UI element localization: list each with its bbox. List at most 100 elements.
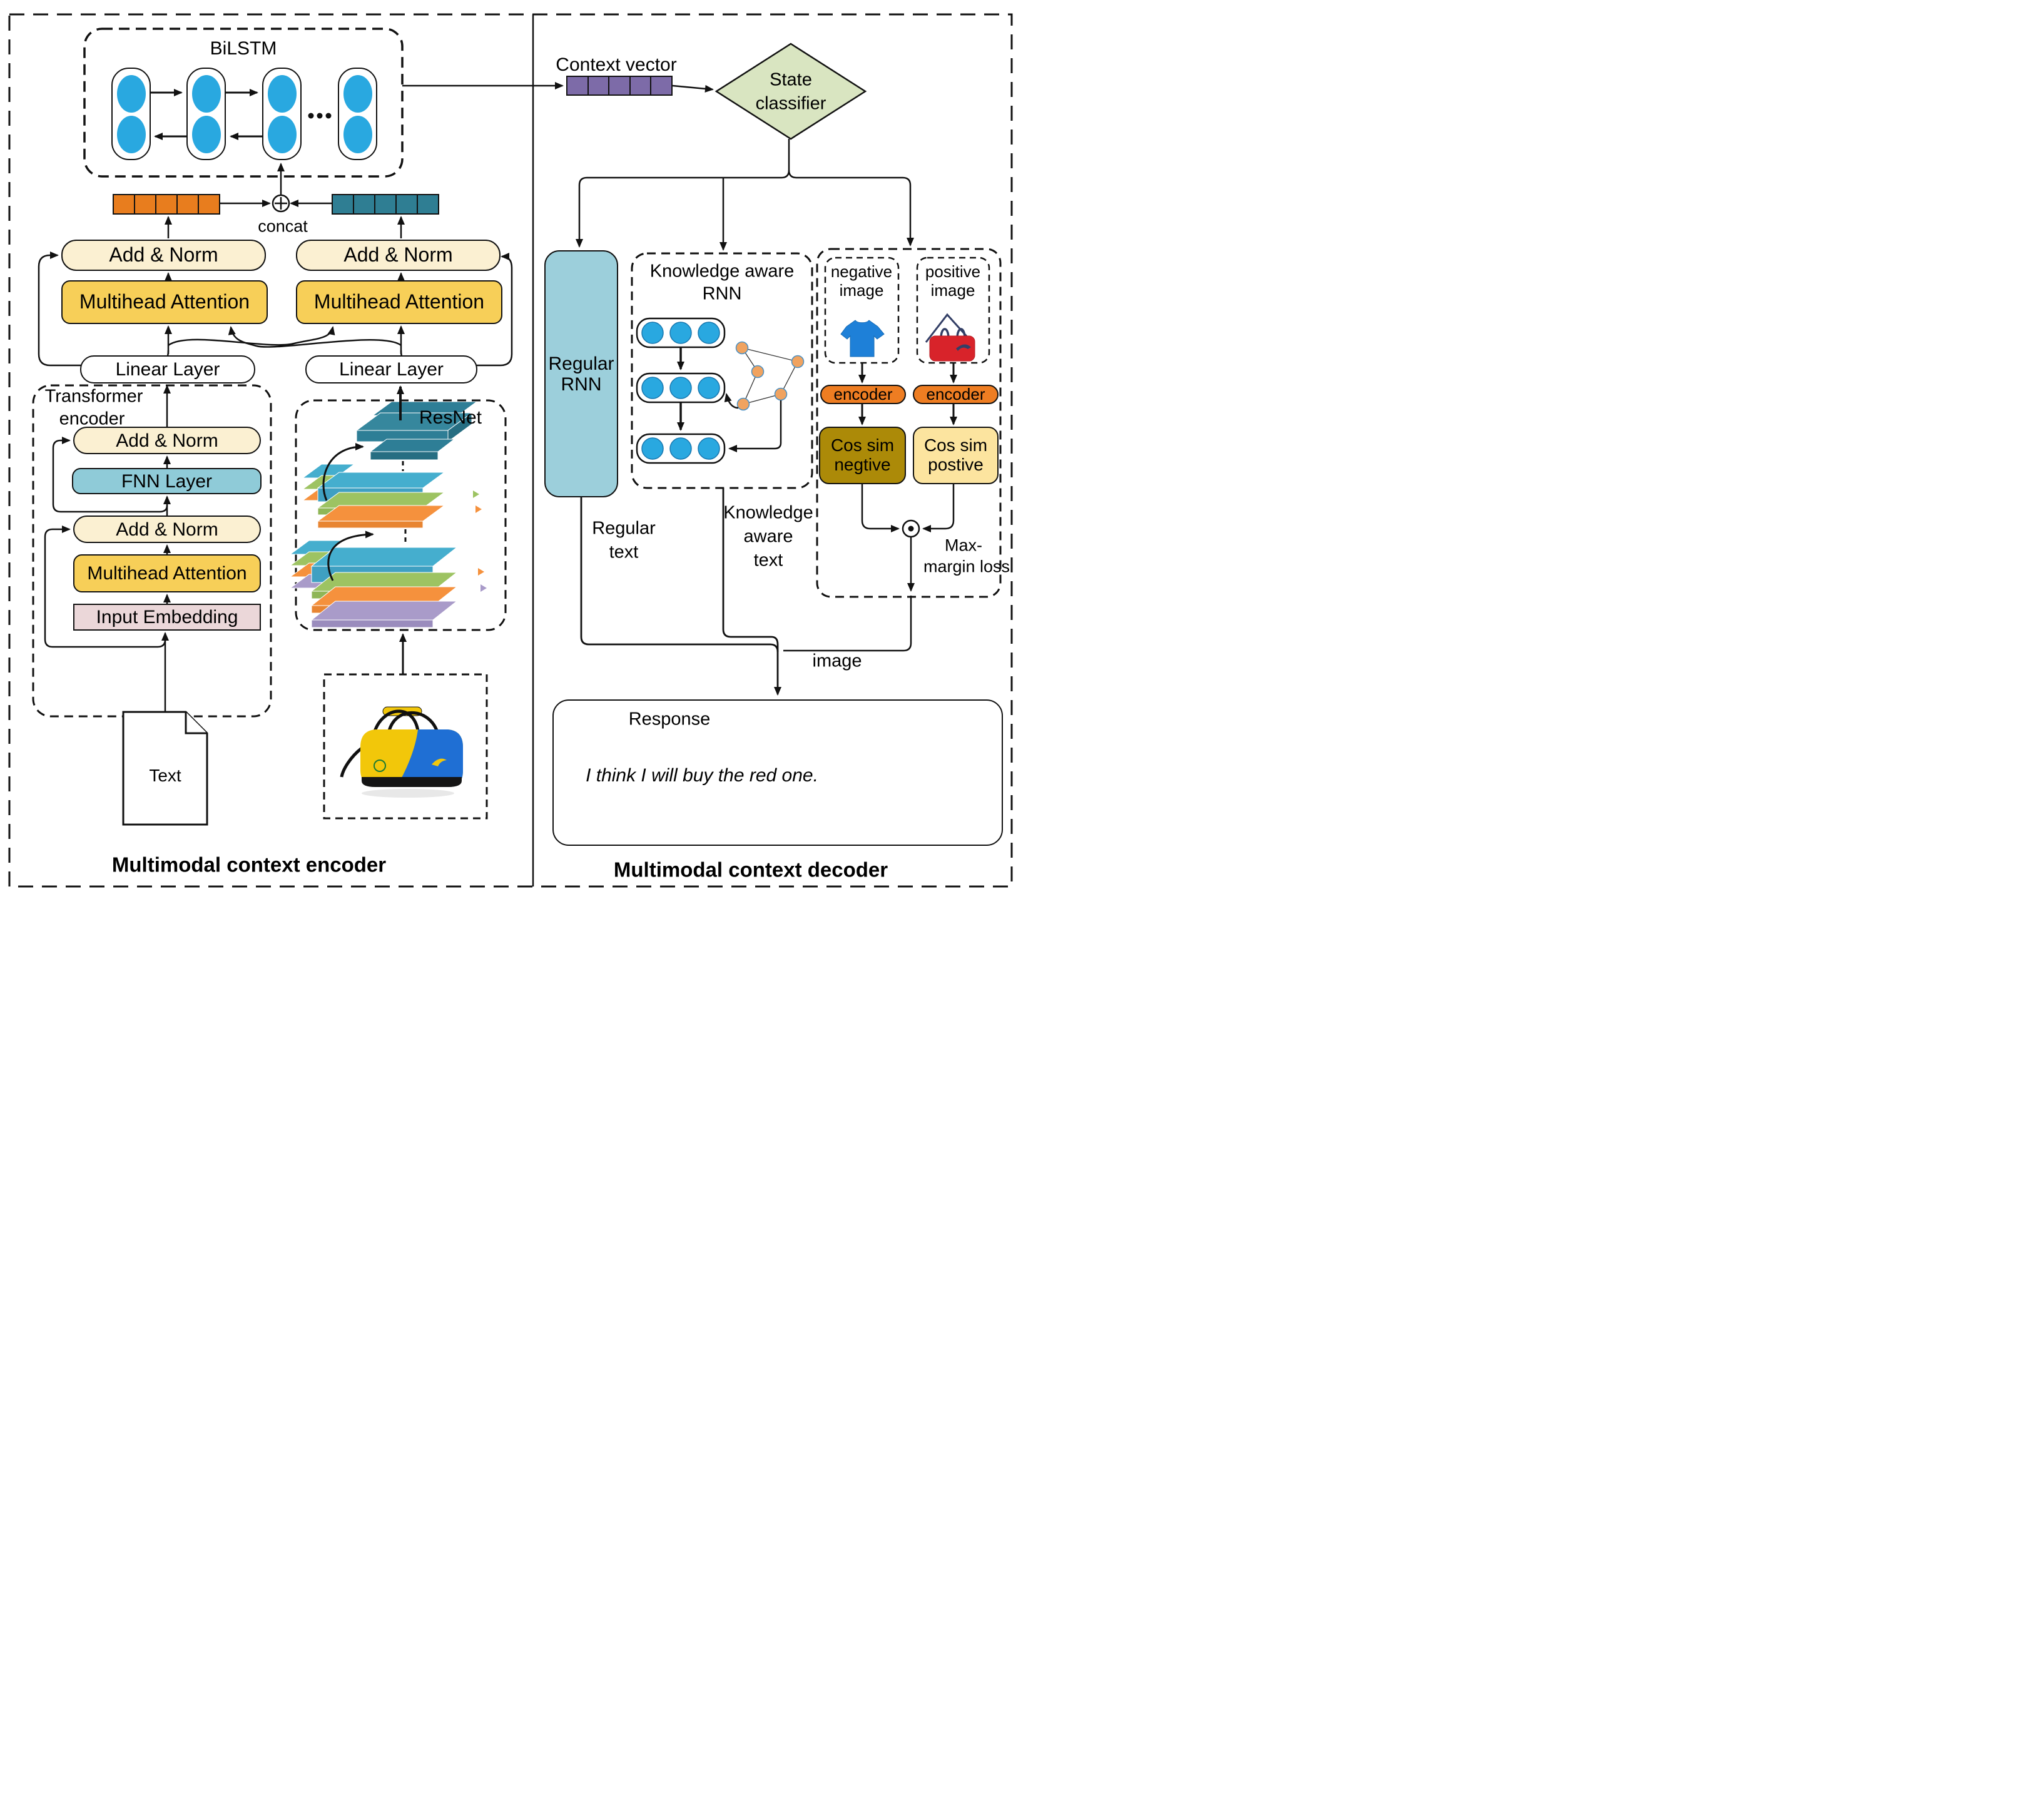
image-feature-vector — [332, 194, 439, 215]
input-embedding: Input Embedding — [73, 604, 261, 631]
state-classifier-label: State — [770, 69, 812, 90]
cos-sim-positive: Cos sim postive — [913, 427, 999, 484]
multihead-attention-right: Multihead Attention — [296, 280, 502, 324]
knowledge-text-label: aware — [743, 526, 793, 547]
multihead-label: Multihead Attention — [313, 290, 485, 313]
state-classifier-label: classifier — [755, 93, 826, 114]
bilstm-title: BiLSTM — [210, 38, 277, 59]
linear-label: Linear Layer — [115, 359, 220, 380]
text-feature-vector — [113, 194, 220, 215]
negative-image-label: negative — [830, 262, 893, 281]
lstm-state-node — [191, 115, 221, 153]
lstm-cell — [111, 68, 151, 160]
lstm-state-node — [116, 115, 146, 153]
knowledge-rnn-rows — [636, 317, 726, 464]
response-box — [552, 699, 1003, 846]
knowledge-rnn-title: Knowledge aware — [649, 261, 795, 282]
architecture-figure: Add & Norm Add & Norm Multihead Attentio… — [0, 0, 1022, 902]
lstm-state-node — [191, 74, 221, 113]
text-doc-label: Text — [149, 766, 181, 785]
encoder-pill-label: encoder — [833, 385, 893, 404]
lstm-cell — [186, 68, 226, 160]
positive-image-red-bag — [925, 313, 975, 362]
cos-sim-label: postive — [928, 455, 984, 474]
cos-sim-label: negtive — [834, 455, 891, 474]
cos-sim-label: Cos sim — [830, 435, 895, 455]
concat-label: concat — [258, 216, 308, 236]
context-vector-label: Context vector — [556, 54, 677, 75]
decoder-section-label: Multimodal context decoder — [613, 858, 888, 881]
state-branch-arrows — [576, 139, 914, 251]
transformer-title: Transformer — [44, 386, 143, 407]
text-document-icon — [122, 711, 208, 826]
add-norm-label: Add & Norm — [343, 243, 453, 267]
image-path-label: image — [812, 651, 862, 671]
bilstm-box — [83, 28, 404, 178]
response-title: Response — [628, 709, 711, 729]
knowledge-text-label: text — [753, 550, 783, 571]
bilstm-ellipsis-icon — [308, 113, 332, 119]
knowledge-graph — [724, 341, 805, 452]
add-norm-right: Add & Norm — [296, 240, 501, 271]
resnet-arrows — [322, 385, 407, 674]
lstm-cell — [338, 68, 377, 160]
multihead-attention-left: Multihead Attention — [61, 280, 268, 324]
encoder-pill-negative: encoder — [820, 385, 906, 404]
linear-layer-right: Linear Layer — [305, 355, 477, 383]
input-image-box — [323, 673, 488, 820]
linear-layer-left: Linear Layer — [80, 355, 255, 383]
fnn-layer: FNN Layer — [72, 468, 262, 494]
max-margin-label: Max- — [945, 536, 982, 555]
lstm-cell — [262, 68, 302, 160]
transformer-title: encoder — [59, 409, 125, 429]
lstm-state-node — [116, 74, 146, 113]
cos-sim-label: Cos sim — [923, 435, 988, 455]
regular-rnn-label: RNN — [561, 373, 602, 395]
lstm-state-node — [267, 115, 297, 153]
multihead-label: Multihead Attention — [79, 290, 250, 313]
dot-product-icon — [902, 519, 920, 538]
concat-plus-icon — [272, 194, 290, 213]
context-vector — [566, 76, 673, 96]
regular-rnn: Regular RNN — [544, 250, 618, 497]
transformer-multihead: Multihead Attention — [73, 554, 261, 592]
transformer-add-norm-1: Add & Norm — [73, 427, 261, 454]
regular-rnn-label: Regular — [548, 353, 614, 374]
positive-image-label: positive — [925, 262, 981, 281]
add-norm-label: Add & Norm — [116, 519, 218, 540]
fnn-label: FNN Layer — [121, 470, 213, 492]
cos-sim-negative: Cos sim negtive — [819, 427, 906, 484]
response-text: I think I will buy the red one. — [586, 765, 818, 786]
image-ranking-box — [816, 248, 1002, 598]
lstm-state-node — [343, 115, 372, 153]
multihead-label: Multihead Attention — [87, 563, 247, 584]
resnet-title: ResNet — [419, 407, 482, 428]
negative-image-label: image — [839, 281, 884, 300]
state-classifier-diamond — [714, 43, 867, 140]
knowledge-rnn-box — [631, 252, 813, 489]
encoder-pill-label: encoder — [926, 385, 985, 404]
figure-border — [8, 13, 1013, 888]
encoder-pill-positive: encoder — [913, 385, 999, 404]
merge-arrows — [580, 488, 912, 696]
ranking-arrows — [858, 363, 957, 592]
linear-label: Linear Layer — [339, 359, 444, 380]
transformer-arrows — [44, 385, 171, 712]
knowledge-text-label: Knowledge — [723, 502, 813, 523]
regular-text-label: text — [609, 542, 639, 562]
add-norm-label: Add & Norm — [109, 243, 218, 267]
negative-image-tshirt — [840, 320, 885, 357]
transformer-add-norm-2: Add & Norm — [73, 516, 261, 543]
bilstm-arrows — [151, 89, 262, 140]
resnet-layers — [289, 401, 487, 628]
regular-text-label: Regular — [592, 518, 656, 539]
encoder-section-label: Multimodal context encoder — [111, 853, 387, 876]
input-embedding-label: Input Embedding — [96, 607, 238, 627]
add-norm-label: Add & Norm — [116, 430, 218, 451]
knowledge-rnn-title: RNN — [702, 283, 742, 304]
positive-image-label: image — [930, 281, 975, 300]
max-margin-label: margin loss — [923, 557, 1010, 576]
lstm-state-node — [267, 74, 297, 113]
input-image-duffel-bag — [340, 706, 463, 798]
lstm-state-node — [343, 74, 372, 113]
